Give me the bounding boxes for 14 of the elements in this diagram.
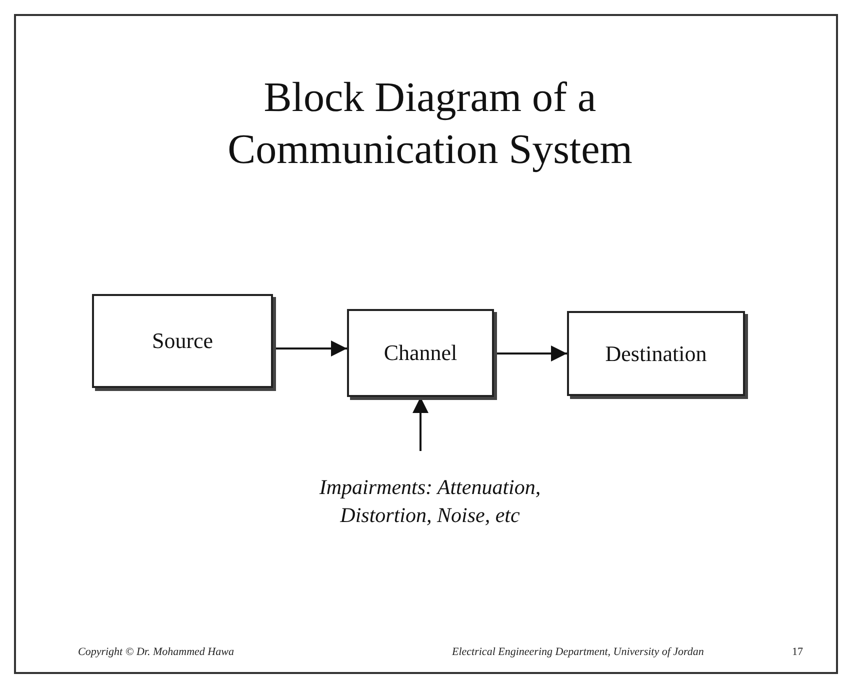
copyright-note: Copyright © Dr. Mohammed Hawa bbox=[78, 646, 234, 658]
footer-text: Electrical Engineering Department, University of Jordan bbox=[452, 646, 704, 658]
page-number: 17 bbox=[792, 646, 803, 658]
box-label: Destination bbox=[605, 340, 707, 366]
box-label: Channel bbox=[384, 340, 458, 366]
slide-title: Block Diagram of a Communication System bbox=[226, 74, 634, 175]
impairments-note: Impairments: Attenuation, Distortion, Noise, etc bbox=[318, 474, 542, 529]
arrow bbox=[412, 397, 428, 451]
arrow bbox=[273, 340, 347, 356]
process-box bbox=[92, 294, 273, 388]
process-box bbox=[567, 311, 745, 396]
box-label: Source bbox=[152, 328, 214, 354]
arrow bbox=[494, 346, 567, 362]
process-box bbox=[347, 309, 494, 397]
